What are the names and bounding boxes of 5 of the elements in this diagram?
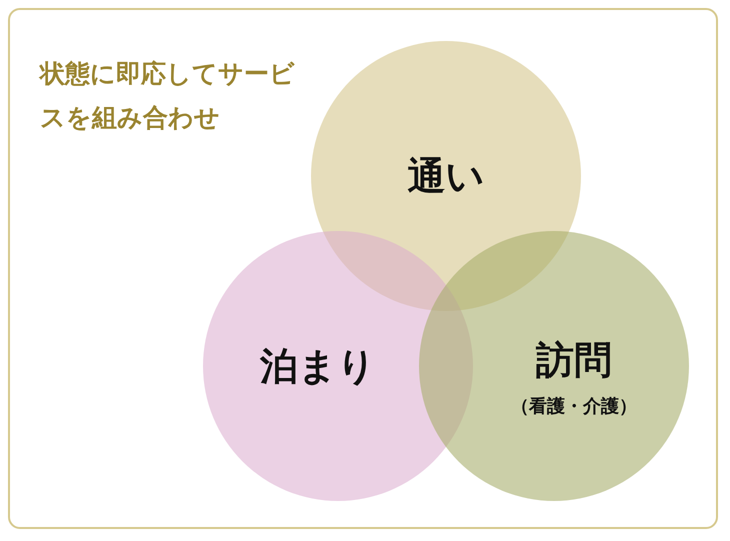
- circle-label: 通い: [408, 152, 484, 200]
- circle-sublabel: （看護・介護）: [511, 394, 637, 418]
- heading-text: 状態に即応してサービスを組み合わせ: [40, 58, 296, 134]
- circle-label: 訪問: [536, 336, 612, 384]
- circle-label: 泊まり: [260, 342, 376, 390]
